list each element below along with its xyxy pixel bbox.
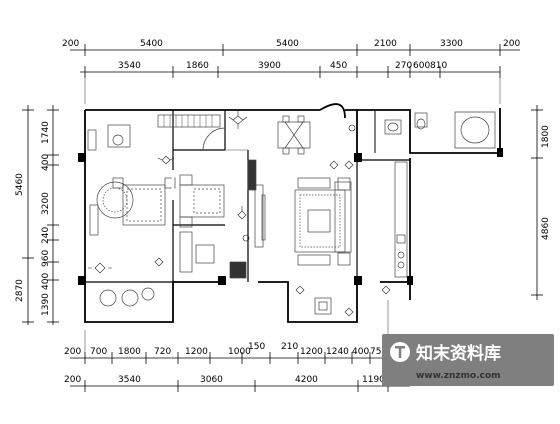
dim-text: 1800 — [541, 125, 551, 148]
dim-text: 1200 — [185, 347, 208, 357]
dim-text: 960 — [41, 250, 51, 267]
dim-text: 3060 — [200, 375, 223, 385]
dim-text: 3900 — [258, 61, 281, 71]
right-dimensions: 1800 4860 — [541, 125, 551, 240]
dim-text: 2100 — [374, 39, 397, 49]
dim-text: 200 — [64, 375, 81, 385]
dim-text: 1240 — [326, 347, 349, 357]
dim-text: 600 — [413, 61, 430, 71]
dim-text: 5400 — [140, 39, 163, 49]
dim-text: 400 — [41, 273, 51, 290]
left-inner-dimensions: 1740 400 3200 240 960 400 1390 — [41, 121, 51, 316]
dim-text: 1740 — [41, 121, 51, 144]
dim-text: 3540 — [118, 375, 141, 385]
dim-text: 1390 — [41, 293, 51, 316]
bottom-lower-dimensions: 200 3540 3060 4200 1190 600 — [64, 375, 407, 385]
dim-text: 2870 — [15, 279, 25, 302]
dim-text: 450 — [330, 61, 347, 71]
dim-text: 810 — [430, 61, 447, 71]
dim-text: 4860 — [541, 217, 551, 240]
dim-text: 240 — [41, 227, 51, 244]
dim-text: 200 — [64, 347, 81, 357]
dim-text: 200 — [62, 39, 79, 49]
watermark-title: 知末资料库 — [415, 343, 501, 364]
dim-text: 400 — [41, 154, 51, 171]
dim-text: 3540 — [118, 61, 141, 71]
dimension-lines — [22, 44, 543, 392]
dim-text: 5460 — [15, 173, 25, 196]
left-outer-dimensions: 5460 2870 — [15, 173, 25, 302]
dim-text: 3300 — [440, 39, 463, 49]
dim-text: 4200 — [295, 375, 318, 385]
dim-text: 5400 — [276, 39, 299, 49]
bottom-upper-dimensions: 200 700 1800 720 1200 1000 150 210 1200 … — [64, 342, 406, 357]
dim-text: 720 — [154, 347, 171, 357]
dim-text: 700 — [90, 347, 107, 357]
dim-text: 1000 — [228, 347, 251, 357]
dim-text: 150 — [248, 342, 265, 352]
plant-symbols — [88, 111, 391, 317]
dim-text: 400 — [352, 347, 369, 357]
dim-text: 750 — [370, 347, 387, 357]
dim-text: 200 — [503, 39, 520, 49]
watermark-background — [382, 334, 554, 386]
dim-text: 210 — [281, 342, 298, 352]
top-inner-dimensions: 3540 1860 3900 450 270 600 810 — [118, 61, 447, 71]
logo-icon — [390, 342, 410, 362]
watermark-url: www.znzmo.com — [416, 371, 501, 381]
structural-columns — [78, 148, 503, 285]
dim-text: 1860 — [186, 61, 209, 71]
dim-text: 270 — [395, 61, 412, 71]
furniture — [87, 111, 496, 315]
watermark: 知末资料库 www.znzmo.com — [382, 334, 554, 386]
dim-text: 1800 — [118, 347, 141, 357]
dim-text: 1190 — [362, 375, 385, 385]
dim-text: 1200 — [300, 347, 323, 357]
walls — [84, 103, 501, 323]
top-outer-dimensions: 200 5400 5400 2100 3300 200 — [62, 39, 520, 49]
dim-text: 3200 — [41, 192, 51, 215]
